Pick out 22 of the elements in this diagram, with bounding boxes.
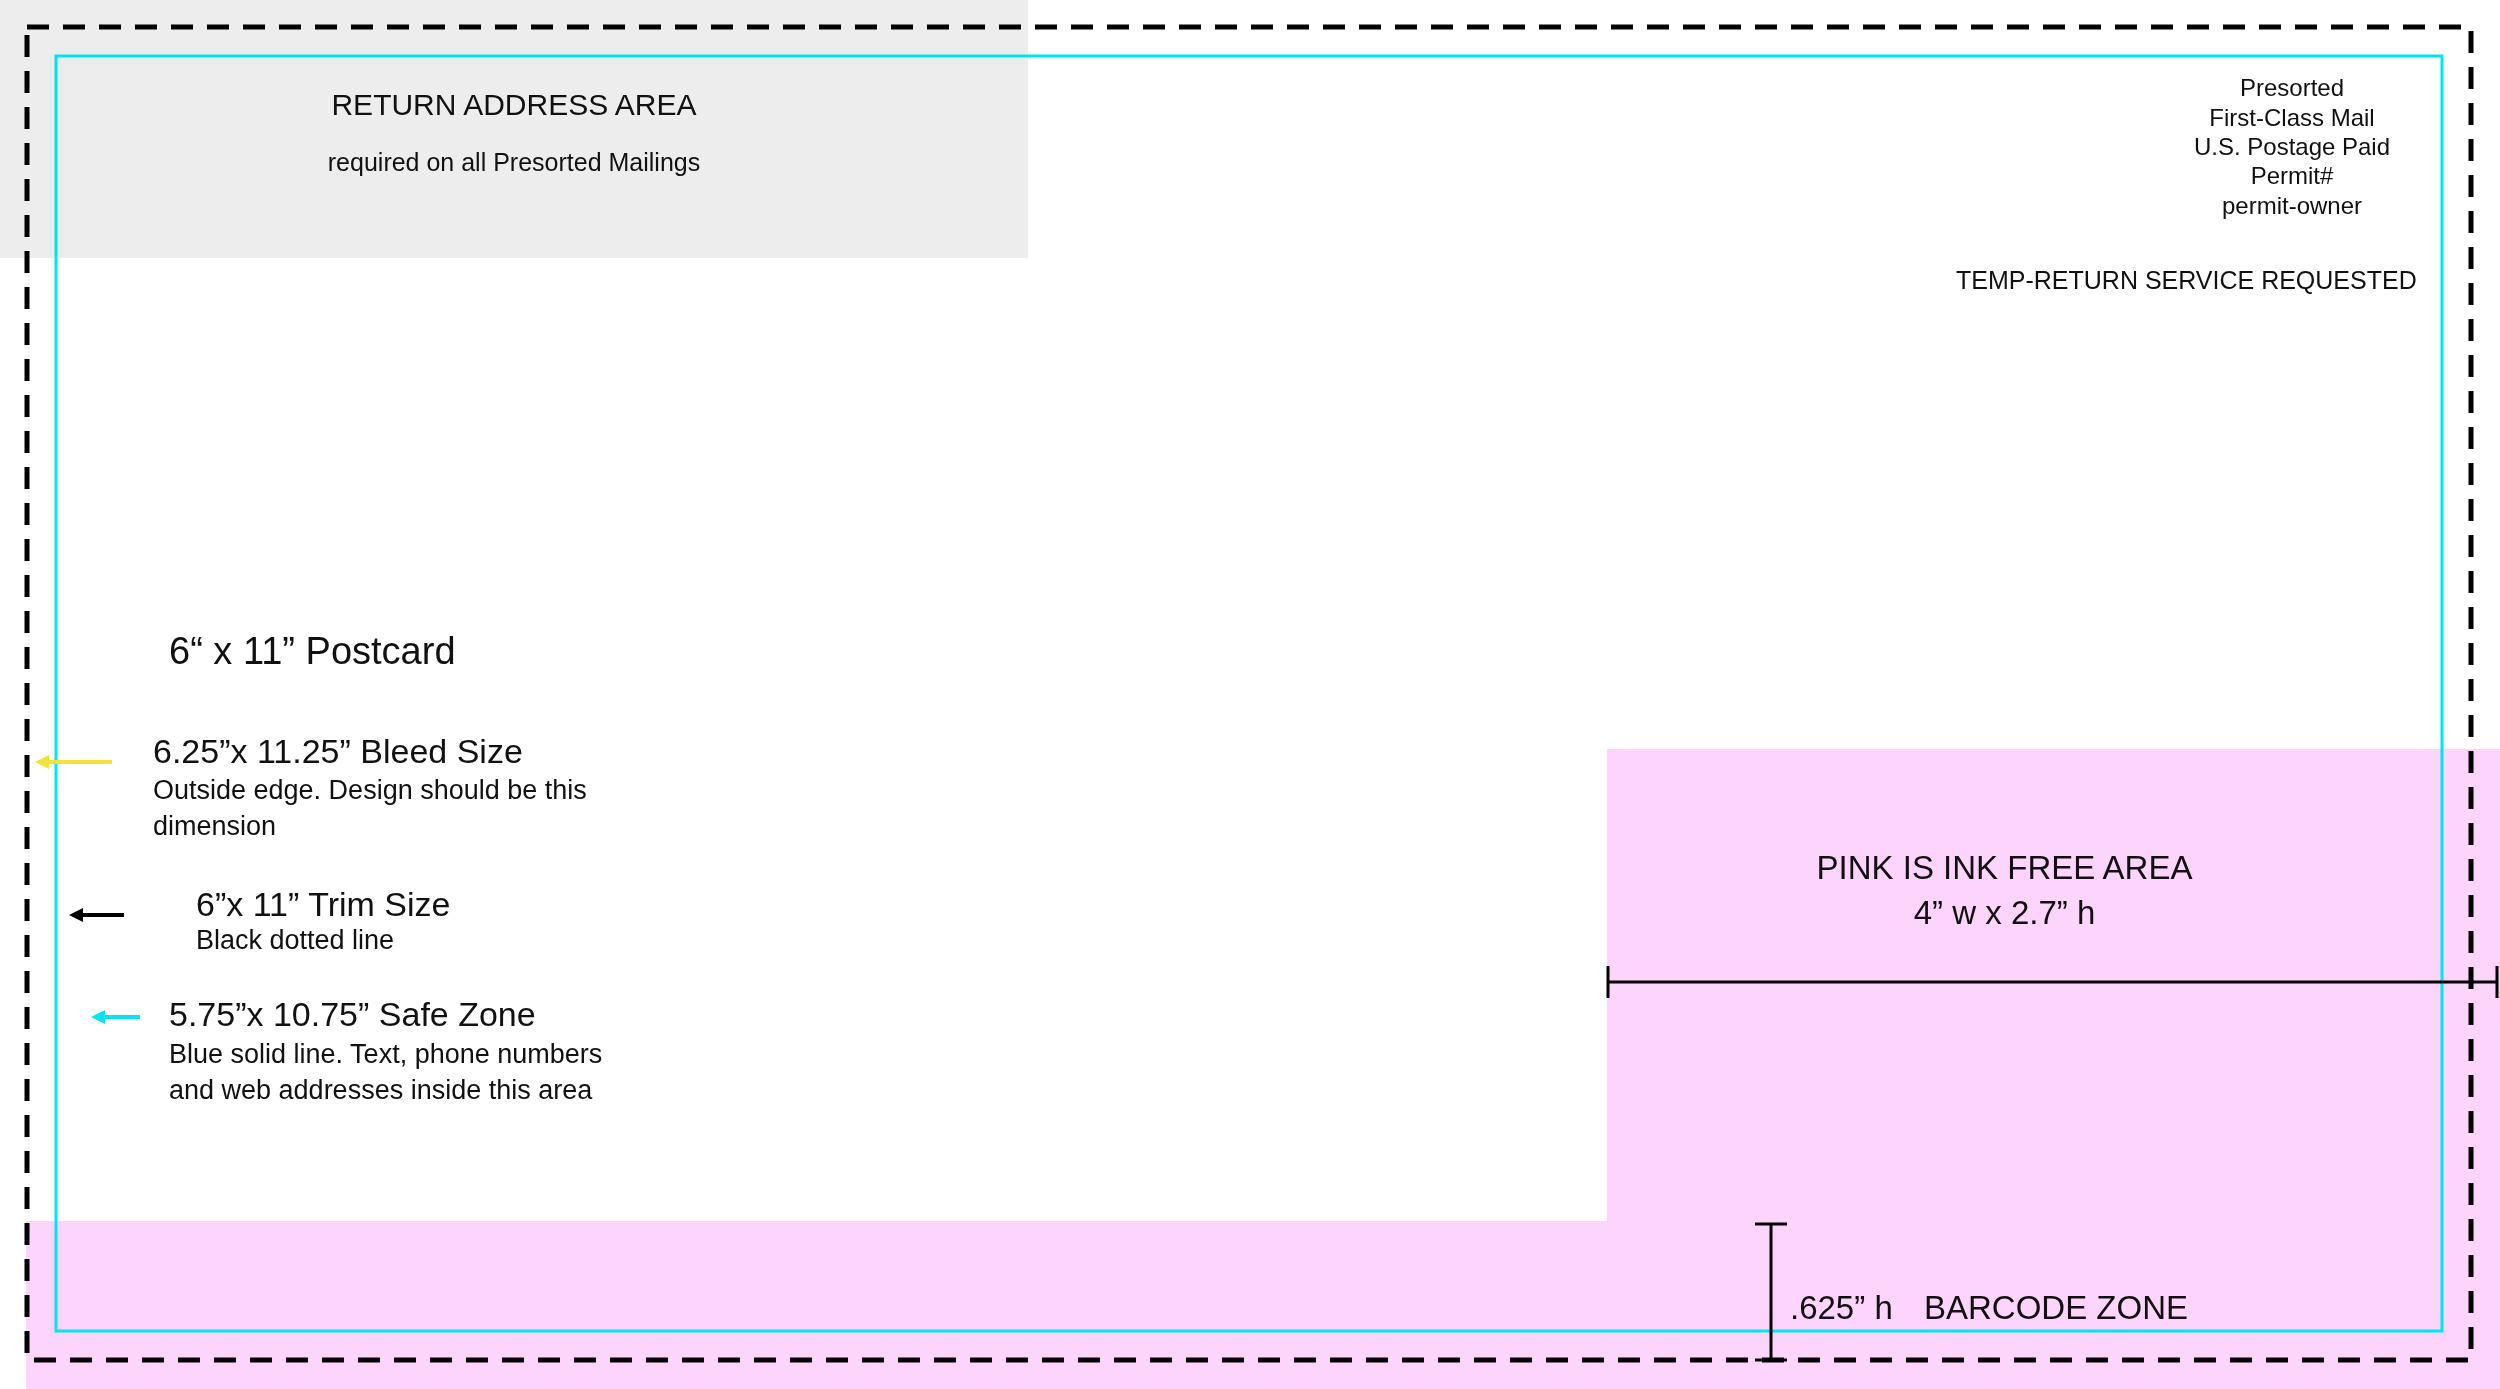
endorsement-text: TEMP-RETURN SERVICE REQUESTED xyxy=(1956,266,2417,295)
legend-text: 6”x 11” Trim Size xyxy=(196,885,451,924)
indicia-text: Presorted xyxy=(2239,74,2345,102)
description-text: Outside edge. Design should be this dimension xyxy=(153,774,588,844)
indicia-text: First-Class Mail xyxy=(2209,104,2375,132)
description-text: Blue solid line. Text, phone numbers and web addresses inside this area xyxy=(169,1038,604,1108)
ink-free-area xyxy=(1607,749,2500,1221)
area-note: required on all Presorted Mailings xyxy=(327,148,701,177)
description-text: Black dotted line xyxy=(196,925,395,956)
indicia-text: U.S. Postage Paid xyxy=(2193,133,2391,161)
indicia-text: permit-owner xyxy=(2222,192,2362,220)
legend-text: 5.75”x 10.75” Safe Zone xyxy=(169,995,536,1034)
return-address-area xyxy=(0,0,1028,258)
barcode-zone xyxy=(26,1221,2500,1389)
area-heading: RETURN ADDRESS AREA xyxy=(331,88,697,122)
zone-label: BARCODE ZONE xyxy=(1924,1289,2189,1327)
area-dimension: 4” w x 2.7” h xyxy=(1913,894,2096,932)
indicia-text: Permit# xyxy=(2250,162,2334,190)
area-heading: PINK IS INK FREE AREA xyxy=(1816,849,2193,887)
dimension-label: .625” h xyxy=(1790,1289,1893,1327)
legend-text: 6.25”x 11.25” Bleed Size xyxy=(153,732,523,771)
postcard-title: 6“ x 11” Postcard xyxy=(169,630,456,673)
